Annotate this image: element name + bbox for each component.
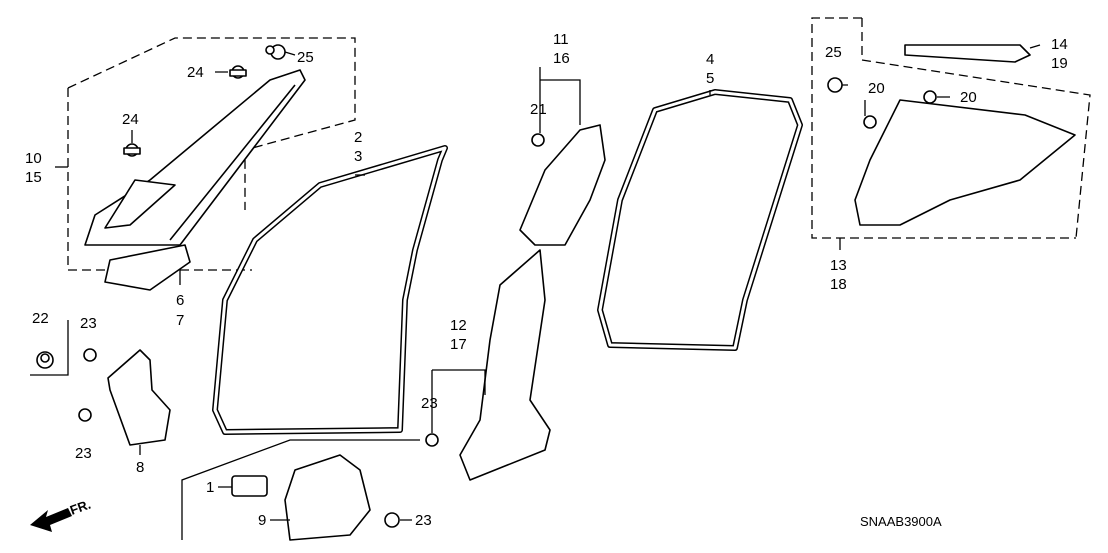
part-1-pad	[231, 475, 268, 497]
label-8: 8	[136, 459, 144, 476]
label-22: 22	[32, 310, 49, 327]
label-6: 6	[176, 292, 184, 309]
part-6-7-cover	[104, 244, 191, 291]
label-24b: 24	[122, 111, 139, 128]
label-2: 2	[354, 129, 362, 146]
clip-23a	[83, 348, 97, 362]
label-23a: 23	[80, 315, 97, 332]
label-17: 17	[450, 336, 467, 353]
front-direction-arrow: FR.	[30, 497, 93, 532]
label-25b: 25	[825, 44, 842, 61]
part-a-pillar-garnish	[84, 69, 306, 246]
clip-23b	[78, 408, 92, 422]
diagram-code: SNAAB3900A	[860, 514, 942, 529]
clip-22	[36, 351, 54, 369]
label-15: 15	[25, 169, 42, 186]
label-1: 1	[206, 479, 214, 496]
part-14-19-trim	[904, 44, 1031, 63]
label-21: 21	[530, 101, 547, 118]
label-4: 4	[706, 51, 714, 68]
bracket-22	[30, 320, 69, 376]
label-12: 12	[450, 317, 467, 334]
front-direction-label: FR.	[68, 497, 93, 518]
part-front-door-seal	[212, 145, 448, 435]
label-23d: 23	[415, 512, 432, 529]
part-c-pillar	[854, 99, 1076, 226]
label-7: 7	[176, 312, 184, 329]
leader-lines	[55, 44, 1041, 521]
label-20b: 20	[960, 89, 977, 106]
clip-24b	[123, 143, 141, 157]
group-9-box	[181, 439, 420, 540]
clip-23c	[425, 433, 439, 447]
clip-23d	[384, 512, 400, 528]
label-23b: 23	[75, 445, 92, 462]
label-25a: 25	[297, 49, 314, 66]
label-14: 14	[1051, 36, 1068, 53]
clip-21	[531, 133, 545, 147]
label-19: 19	[1051, 55, 1068, 72]
part-b-pillar-lower	[459, 249, 551, 481]
label-23c: 23	[421, 395, 438, 412]
part-9-side-cover	[284, 454, 371, 541]
label-16: 16	[553, 50, 570, 67]
label-24a: 24	[187, 64, 204, 81]
label-18: 18	[830, 276, 847, 293]
clip-20b	[923, 90, 937, 104]
label-9: 9	[258, 512, 266, 529]
label-3: 3	[354, 148, 362, 165]
label-5: 5	[706, 70, 714, 87]
group-13-18-box	[811, 17, 1091, 239]
label-13: 13	[830, 257, 847, 274]
clip-20a	[863, 115, 877, 129]
label-10: 10	[25, 150, 42, 167]
part-b-pillar-upper	[519, 124, 606, 246]
clip-25a	[265, 44, 286, 60]
part-rear-door-seal	[597, 89, 803, 351]
clip-25b	[827, 77, 843, 93]
clip-24a	[229, 65, 247, 79]
label-11: 11	[553, 31, 569, 48]
part-8-kick-panel	[107, 349, 171, 446]
label-20a: 20	[868, 80, 885, 97]
